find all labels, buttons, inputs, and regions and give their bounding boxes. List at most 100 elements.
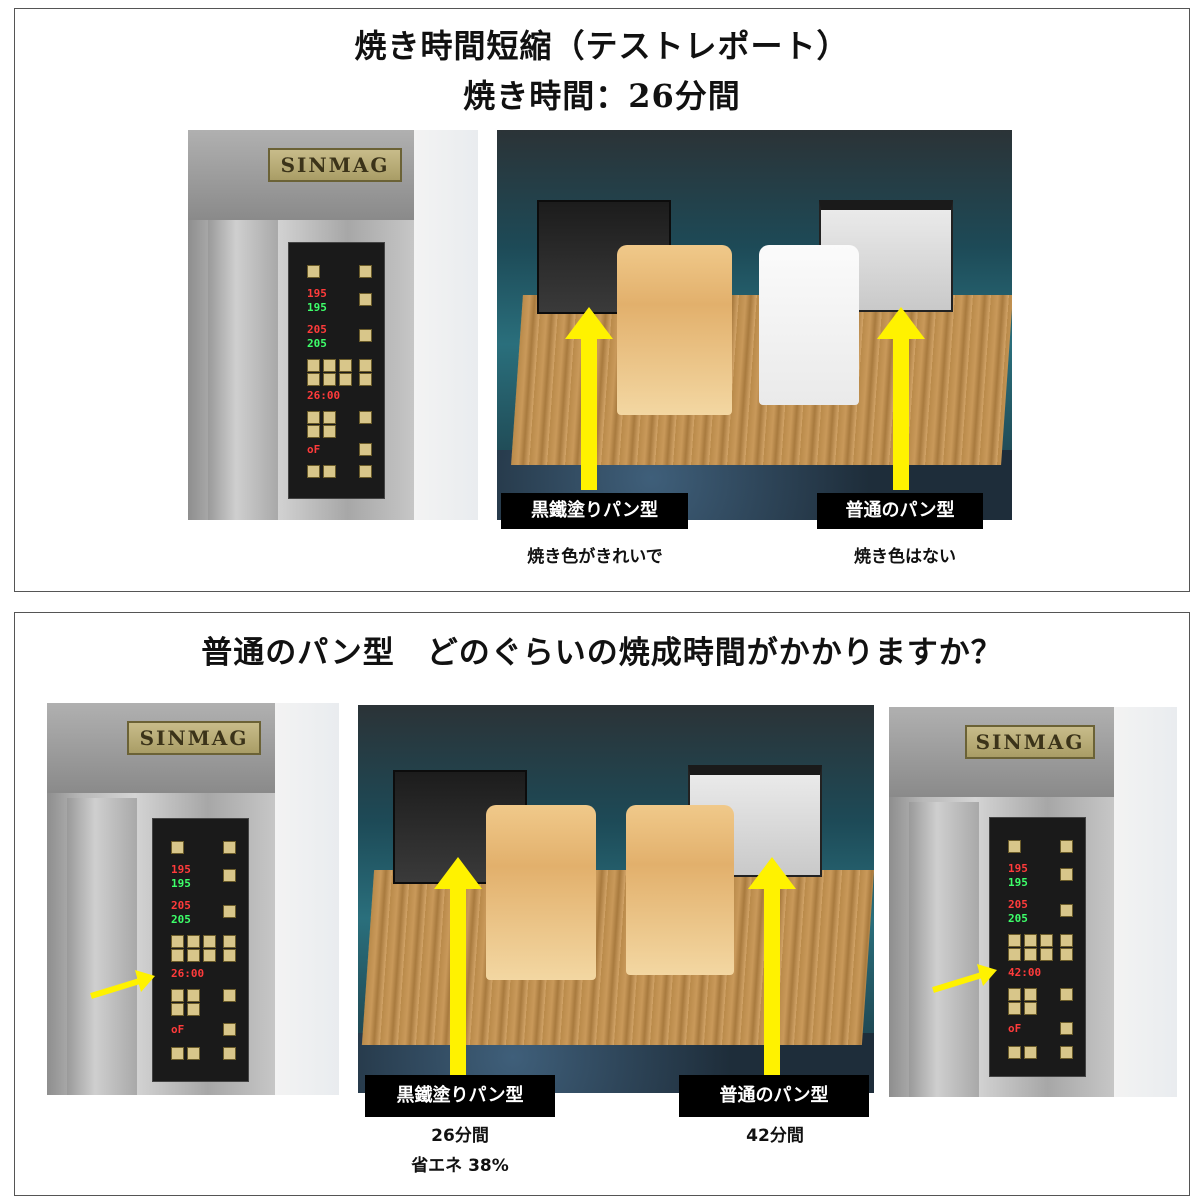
power-button: [307, 265, 320, 278]
right-oven-photo: SINMAG 195 195 205 205 42:00 oF: [889, 707, 1177, 1097]
control-button: [307, 359, 320, 372]
control-button: [223, 869, 236, 882]
oven-control-panel: 195 195 205 205 26:00 oF: [152, 818, 249, 1082]
left-oven-photo: SINMAG 195 195 205 205 26:00 oF: [47, 703, 339, 1095]
control-button: [1008, 1002, 1021, 1015]
control-button: [1024, 1002, 1037, 1015]
display-bottom-1: 205: [171, 899, 191, 912]
bottom-panel: 普通のパン型 どのぐらいの焼成時間がかかりますか？ SINMAG 195 195…: [14, 612, 1190, 1196]
control-button: [339, 373, 352, 386]
cutting-board: [361, 870, 874, 1045]
control-button: [223, 949, 236, 962]
display-timer: 42:00: [1008, 966, 1042, 979]
control-button: [203, 949, 216, 962]
top-panel: 焼き時間短縮（テストレポート） 焼き時間：26分間 SINMAG 195 195…: [14, 8, 1190, 592]
control-button: [1008, 934, 1021, 947]
loaf-golden: [486, 805, 596, 980]
control-button: [1024, 1046, 1037, 1059]
display-top-1: 195: [171, 863, 191, 876]
top-title-line1: 焼き時間短縮（テストレポート）: [354, 27, 850, 65]
caption-black-tin: 焼き色がきれいで: [527, 547, 663, 567]
left-oven-logo: SINMAG: [127, 721, 261, 755]
power-button: [171, 841, 184, 854]
control-button: [307, 465, 320, 478]
display-top-1: 195: [307, 287, 327, 300]
power-button: [1008, 840, 1021, 853]
oven-photo: SINMAG 195 195 205 205 26:00 oF: [188, 130, 478, 520]
control-button: [171, 949, 184, 962]
control-button: [187, 935, 200, 948]
control-button: [1060, 988, 1073, 1001]
control-button: [171, 1047, 184, 1060]
control-button: [223, 935, 236, 948]
control-button: [1060, 934, 1073, 947]
top-title-line2: 焼き時間：26分間: [463, 77, 741, 115]
label-regular-tin: 普通のパン型: [817, 493, 983, 529]
oven-door: [909, 802, 979, 1097]
control-button: [203, 935, 216, 948]
control-button: [1008, 1046, 1021, 1059]
control-button: [323, 359, 336, 372]
control-button: [323, 425, 336, 438]
display-unit: oF: [307, 443, 321, 456]
display-unit: oF: [171, 1023, 185, 1036]
caption-black-tin-time: 26分間: [431, 1126, 489, 1146]
control-button: [1040, 934, 1053, 947]
display-bottom-1: 205: [1008, 898, 1028, 911]
control-button: [323, 373, 336, 386]
arrow-right: [748, 857, 796, 1093]
control-button: [171, 989, 184, 1002]
control-button: [223, 1023, 236, 1036]
control-button: [1060, 868, 1073, 881]
label-regular-tin: 普通のパン型: [679, 1075, 869, 1117]
oven-door: [208, 220, 278, 520]
control-button: [187, 989, 200, 1002]
oven-logo: SINMAG: [268, 148, 402, 182]
control-button: [171, 935, 184, 948]
control-button: [323, 411, 336, 424]
control-button: [1060, 1046, 1073, 1059]
oven-control-panel: 195 195 205 205 42:00 oF: [989, 817, 1086, 1077]
control-button: [171, 1003, 184, 1016]
caption-regular-tin: 焼き色はない: [854, 547, 956, 567]
control-button: [1040, 948, 1053, 961]
display-top-1: 195: [1008, 862, 1028, 875]
control-button: [359, 411, 372, 424]
display-bottom-2: 205: [307, 337, 327, 350]
control-button: [339, 359, 352, 372]
control-button: [359, 373, 372, 386]
oven-control-panel: 195 195 205 205 26:00 oF: [288, 242, 385, 499]
display-bottom-1: 205: [307, 323, 327, 336]
control-button: [1024, 988, 1037, 1001]
loaf-golden: [617, 245, 732, 415]
control-button: [1024, 934, 1037, 947]
label-black-tin: 黒鐵塗りパン型: [365, 1075, 555, 1117]
control-button: [223, 905, 236, 918]
control-button: [359, 465, 372, 478]
control-button: [323, 465, 336, 478]
right-oven-logo: SINMAG: [965, 725, 1095, 759]
arrow-left: [565, 307, 613, 490]
caption-regular-tin-time: 42分間: [746, 1126, 804, 1146]
display-top-2: 195: [1008, 876, 1028, 889]
control-button: [1060, 1022, 1073, 1035]
control-button: [359, 359, 372, 372]
display-bottom-2: 205: [1008, 912, 1028, 925]
bread-comparison-photo: [358, 705, 874, 1093]
control-button: [1024, 948, 1037, 961]
control-button: [307, 373, 320, 386]
display-bottom-2: 205: [171, 913, 191, 926]
control-button: [223, 841, 236, 854]
loaf-golden-2: [626, 805, 734, 975]
arrow-left: [434, 857, 482, 1093]
control-button: [223, 1047, 236, 1060]
control-button: [359, 293, 372, 306]
caption-energy-saving: 省エネ 38%: [411, 1156, 509, 1176]
control-button: [1008, 948, 1021, 961]
control-button: [307, 411, 320, 424]
label-black-tin: 黒鐵塗りパン型: [501, 493, 688, 529]
control-button: [359, 443, 372, 456]
loaf-pale: [759, 245, 859, 405]
control-button: [359, 329, 372, 342]
control-button: [223, 989, 236, 1002]
